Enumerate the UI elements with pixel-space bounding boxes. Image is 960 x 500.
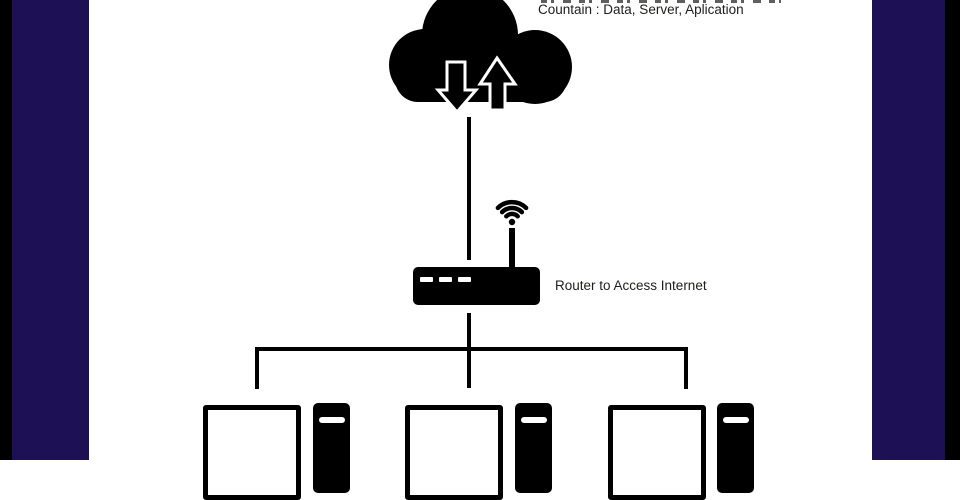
tower-slot-3: [723, 417, 749, 423]
cloud-shape: [389, 0, 572, 104]
computer-tower-icon-1: [313, 403, 350, 493]
cloud-icon: [389, 0, 572, 115]
router-body: [413, 267, 540, 305]
frame-purple-left: [12, 0, 89, 460]
computer-tower-icon-2: [515, 403, 552, 493]
wifi-signal-icon: [495, 199, 529, 219]
tower-slot-2: [521, 417, 547, 423]
upload-arrow-icon: [477, 55, 518, 112]
monitor-icon-1: [203, 405, 301, 500]
wifi-dot: [508, 218, 516, 226]
router-icon: [413, 199, 540, 305]
antenna-icon: [509, 228, 515, 270]
cloud-to-router-line: [467, 117, 471, 260]
computer-tower-icon-3: [717, 403, 754, 493]
diagram-canvas: Countain : Data, Server, Aplication Rout…: [89, 0, 872, 500]
clipped-text-fragments: [541, 0, 781, 3]
download-arrow-icon: [434, 60, 480, 115]
tower-slot-1: [319, 417, 345, 423]
frame-black-right: [945, 0, 960, 460]
frame-black-left: [0, 0, 12, 460]
branch-horizontal-line: [255, 347, 688, 351]
branch-drop-right: [684, 347, 688, 389]
frame-purple-right: [872, 0, 945, 460]
monitor-icon-2: [405, 405, 503, 500]
router-caption: Router to Access Internet: [555, 278, 707, 293]
router-status-dashes: [420, 277, 471, 282]
cloud-caption: Countain : Data, Server, Aplication: [538, 2, 744, 17]
monitor-icon-3: [608, 405, 706, 500]
branch-drop-left: [255, 347, 259, 389]
